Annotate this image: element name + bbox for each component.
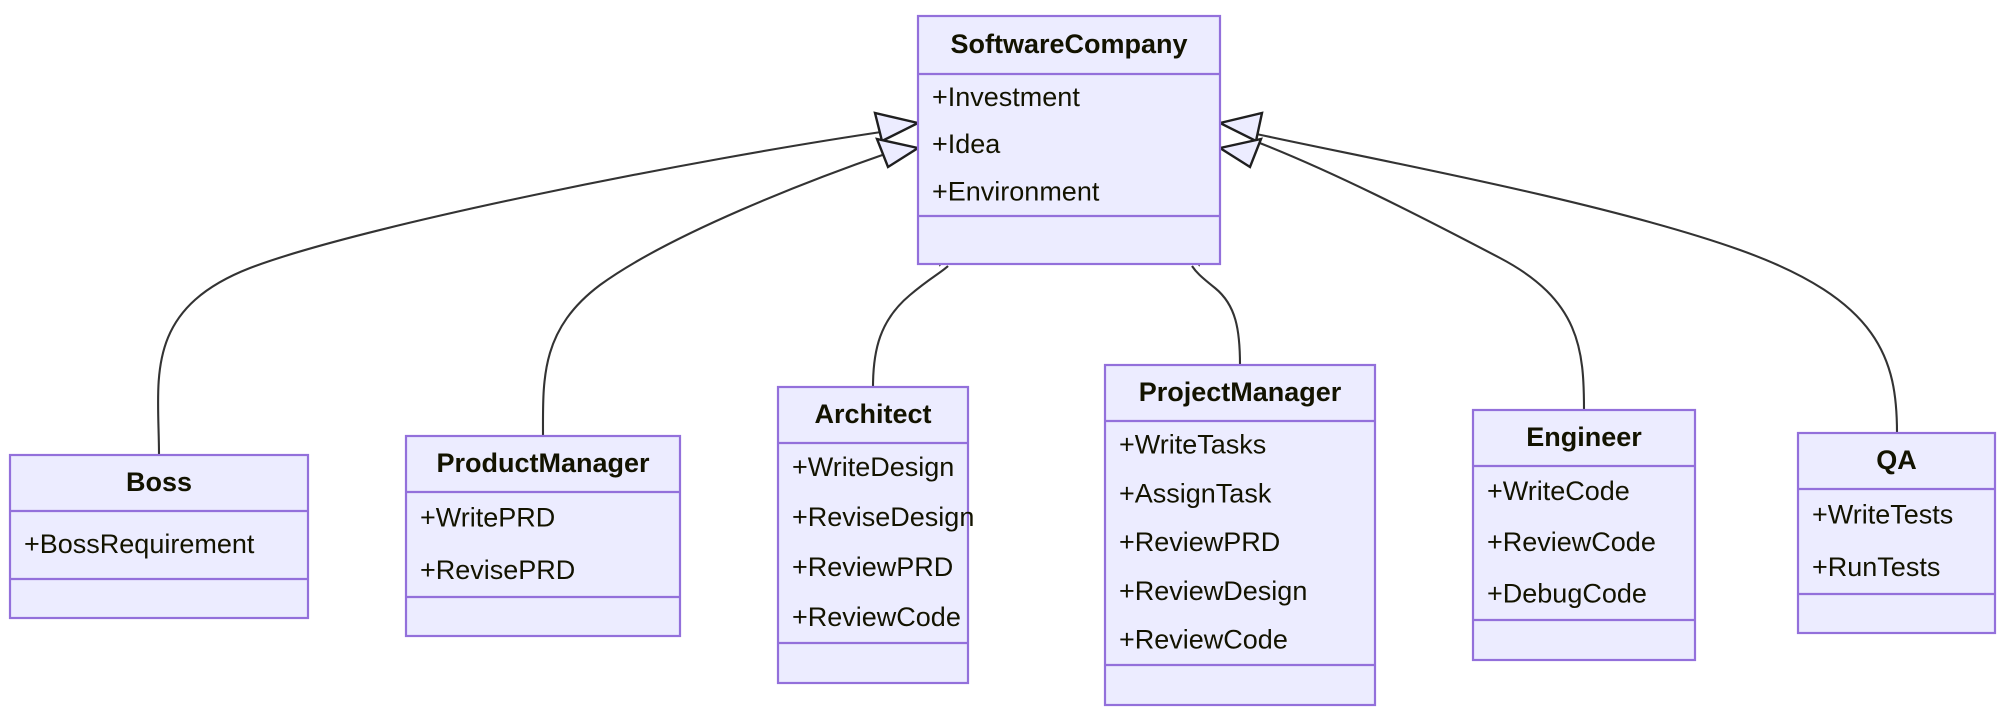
class-member-label: +Environment xyxy=(932,176,1100,206)
relationship-edges-layer xyxy=(156,129,1899,456)
edge-productmanager xyxy=(541,152,889,437)
edge-boss xyxy=(156,129,889,456)
arrow-engineer xyxy=(1216,111,1264,143)
class-name-label: Boss xyxy=(126,467,192,497)
edge-architect xyxy=(871,265,949,388)
arrow-qa xyxy=(1216,137,1263,169)
edge-engineer xyxy=(1251,139,1586,411)
class-box-outline xyxy=(1796,431,1997,635)
class-box-outline xyxy=(916,14,1222,266)
class-box-outline xyxy=(1471,408,1697,662)
class-node-softwarecompany[interactable]: SoftwareCompany +Investment +Idea +Environm… xyxy=(916,14,1222,266)
class-member-label: +ReviewCode xyxy=(1119,625,1288,655)
class-member-label: +RunTests xyxy=(1812,552,1940,582)
class-member-label: +WriteDesign xyxy=(792,452,954,482)
class-member-label: +Investment xyxy=(932,82,1080,112)
class-name-label: ProductManager xyxy=(436,448,650,478)
class-name-label: ProjectManager xyxy=(1139,377,1342,407)
class-node-projectmanager[interactable]: ProjectManager +WriteTasks +AssignTask +Rev… xyxy=(1103,363,1377,707)
class-name-label: Engineer xyxy=(1526,422,1642,452)
class-member-label: +AssignTask xyxy=(1119,478,1272,508)
class-box-outline xyxy=(404,434,682,638)
class-member-label: +Idea xyxy=(932,129,1001,159)
class-member-label: +ReviewCode xyxy=(792,602,961,632)
class-member-label: +BossRequirement xyxy=(24,529,255,559)
class-name-label: SoftwareCompany xyxy=(950,29,1187,59)
class-name-label: Architect xyxy=(814,399,931,429)
edge-projectmanager xyxy=(1191,265,1242,366)
class-node-architect[interactable]: Architect +WriteDesign +ReviseDesign +Revie… xyxy=(776,385,974,685)
arrow-productmanager xyxy=(875,137,922,169)
class-node-qa[interactable]: QA +WriteTests +RunTests xyxy=(1796,431,1997,635)
class-member-label: +ReviewPRD xyxy=(1119,527,1280,557)
class-member-label: +ReviewCode xyxy=(1487,527,1656,557)
class-member-label: +RevisePRD xyxy=(420,555,575,585)
class-name-label: QA xyxy=(1876,445,1917,475)
class-member-label: +WriteTasks xyxy=(1119,430,1266,460)
class-nodes-layer: SoftwareCompany +Investment +Idea +Environm… xyxy=(8,14,1997,707)
class-member-label: +ReviseDesign xyxy=(792,502,974,532)
class-node-productmanager[interactable]: ProductManager +WritePRD +RevisePRD xyxy=(404,434,682,638)
class-box-outline xyxy=(776,385,970,685)
class-node-boss[interactable]: Boss +BossRequirement xyxy=(8,453,310,620)
class-member-label: +ReviewPRD xyxy=(792,552,953,582)
edge-qa xyxy=(1251,131,1899,434)
class-member-label: +WritePRD xyxy=(420,502,555,532)
arrow-boss xyxy=(873,111,922,143)
class-member-label: +WriteCode xyxy=(1487,476,1630,506)
class-box-outline xyxy=(8,453,310,620)
class-member-label: +ReviewDesign xyxy=(1119,576,1307,606)
class-node-engineer[interactable]: Engineer +WriteCode +ReviewCode +DebugCode xyxy=(1471,408,1697,662)
class-member-label: +WriteTests xyxy=(1812,499,1953,529)
class-member-label: +DebugCode xyxy=(1487,578,1647,608)
